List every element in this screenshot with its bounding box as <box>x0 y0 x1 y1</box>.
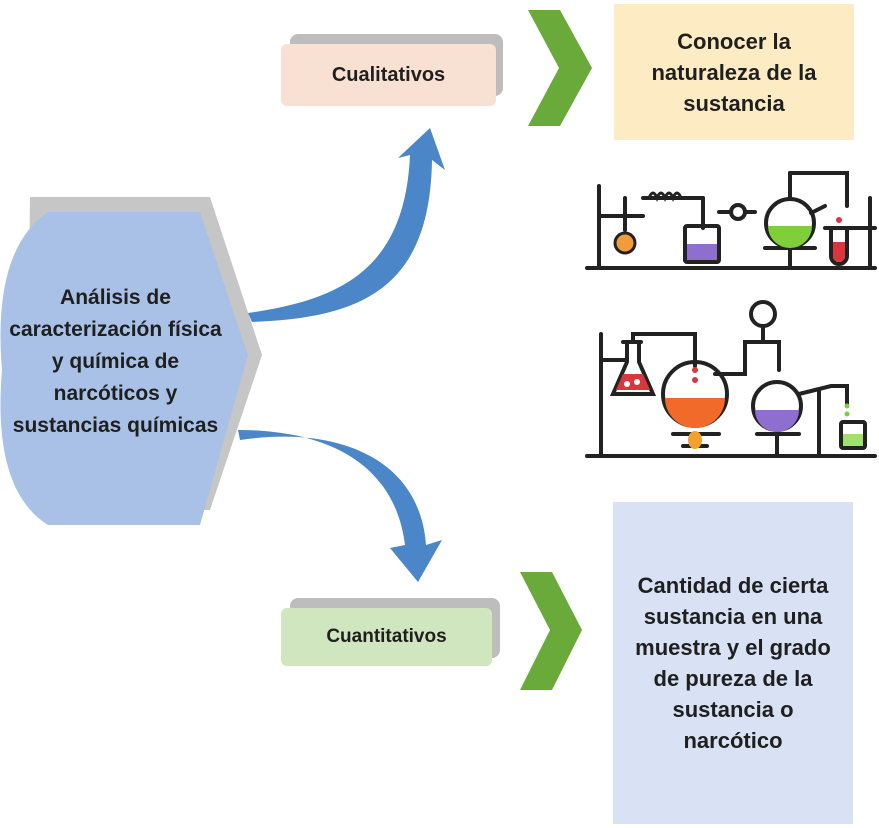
center-label: Análisis de caracterización física y quí… <box>9 286 222 437</box>
lab-apparatus-bottom-illustration <box>585 300 877 458</box>
quantitative-tab: Cuantitativos <box>281 608 492 666</box>
chevron-right-icon <box>528 10 592 126</box>
center-shape-body <box>0 212 248 525</box>
lab-apparatus-top-illustration <box>585 171 877 270</box>
center-shape <box>0 197 262 525</box>
curved-arrow-up-icon <box>248 128 445 322</box>
qualitative-result: Conocer la naturaleza de la sustancia <box>614 4 854 140</box>
curved-arrow-down-icon <box>238 430 442 582</box>
qualitative-tab: Cualitativos <box>281 44 496 106</box>
quantitative-result: Cantidad de cierta sustancia en una mues… <box>613 502 853 824</box>
chevron-right-icon <box>520 572 582 690</box>
